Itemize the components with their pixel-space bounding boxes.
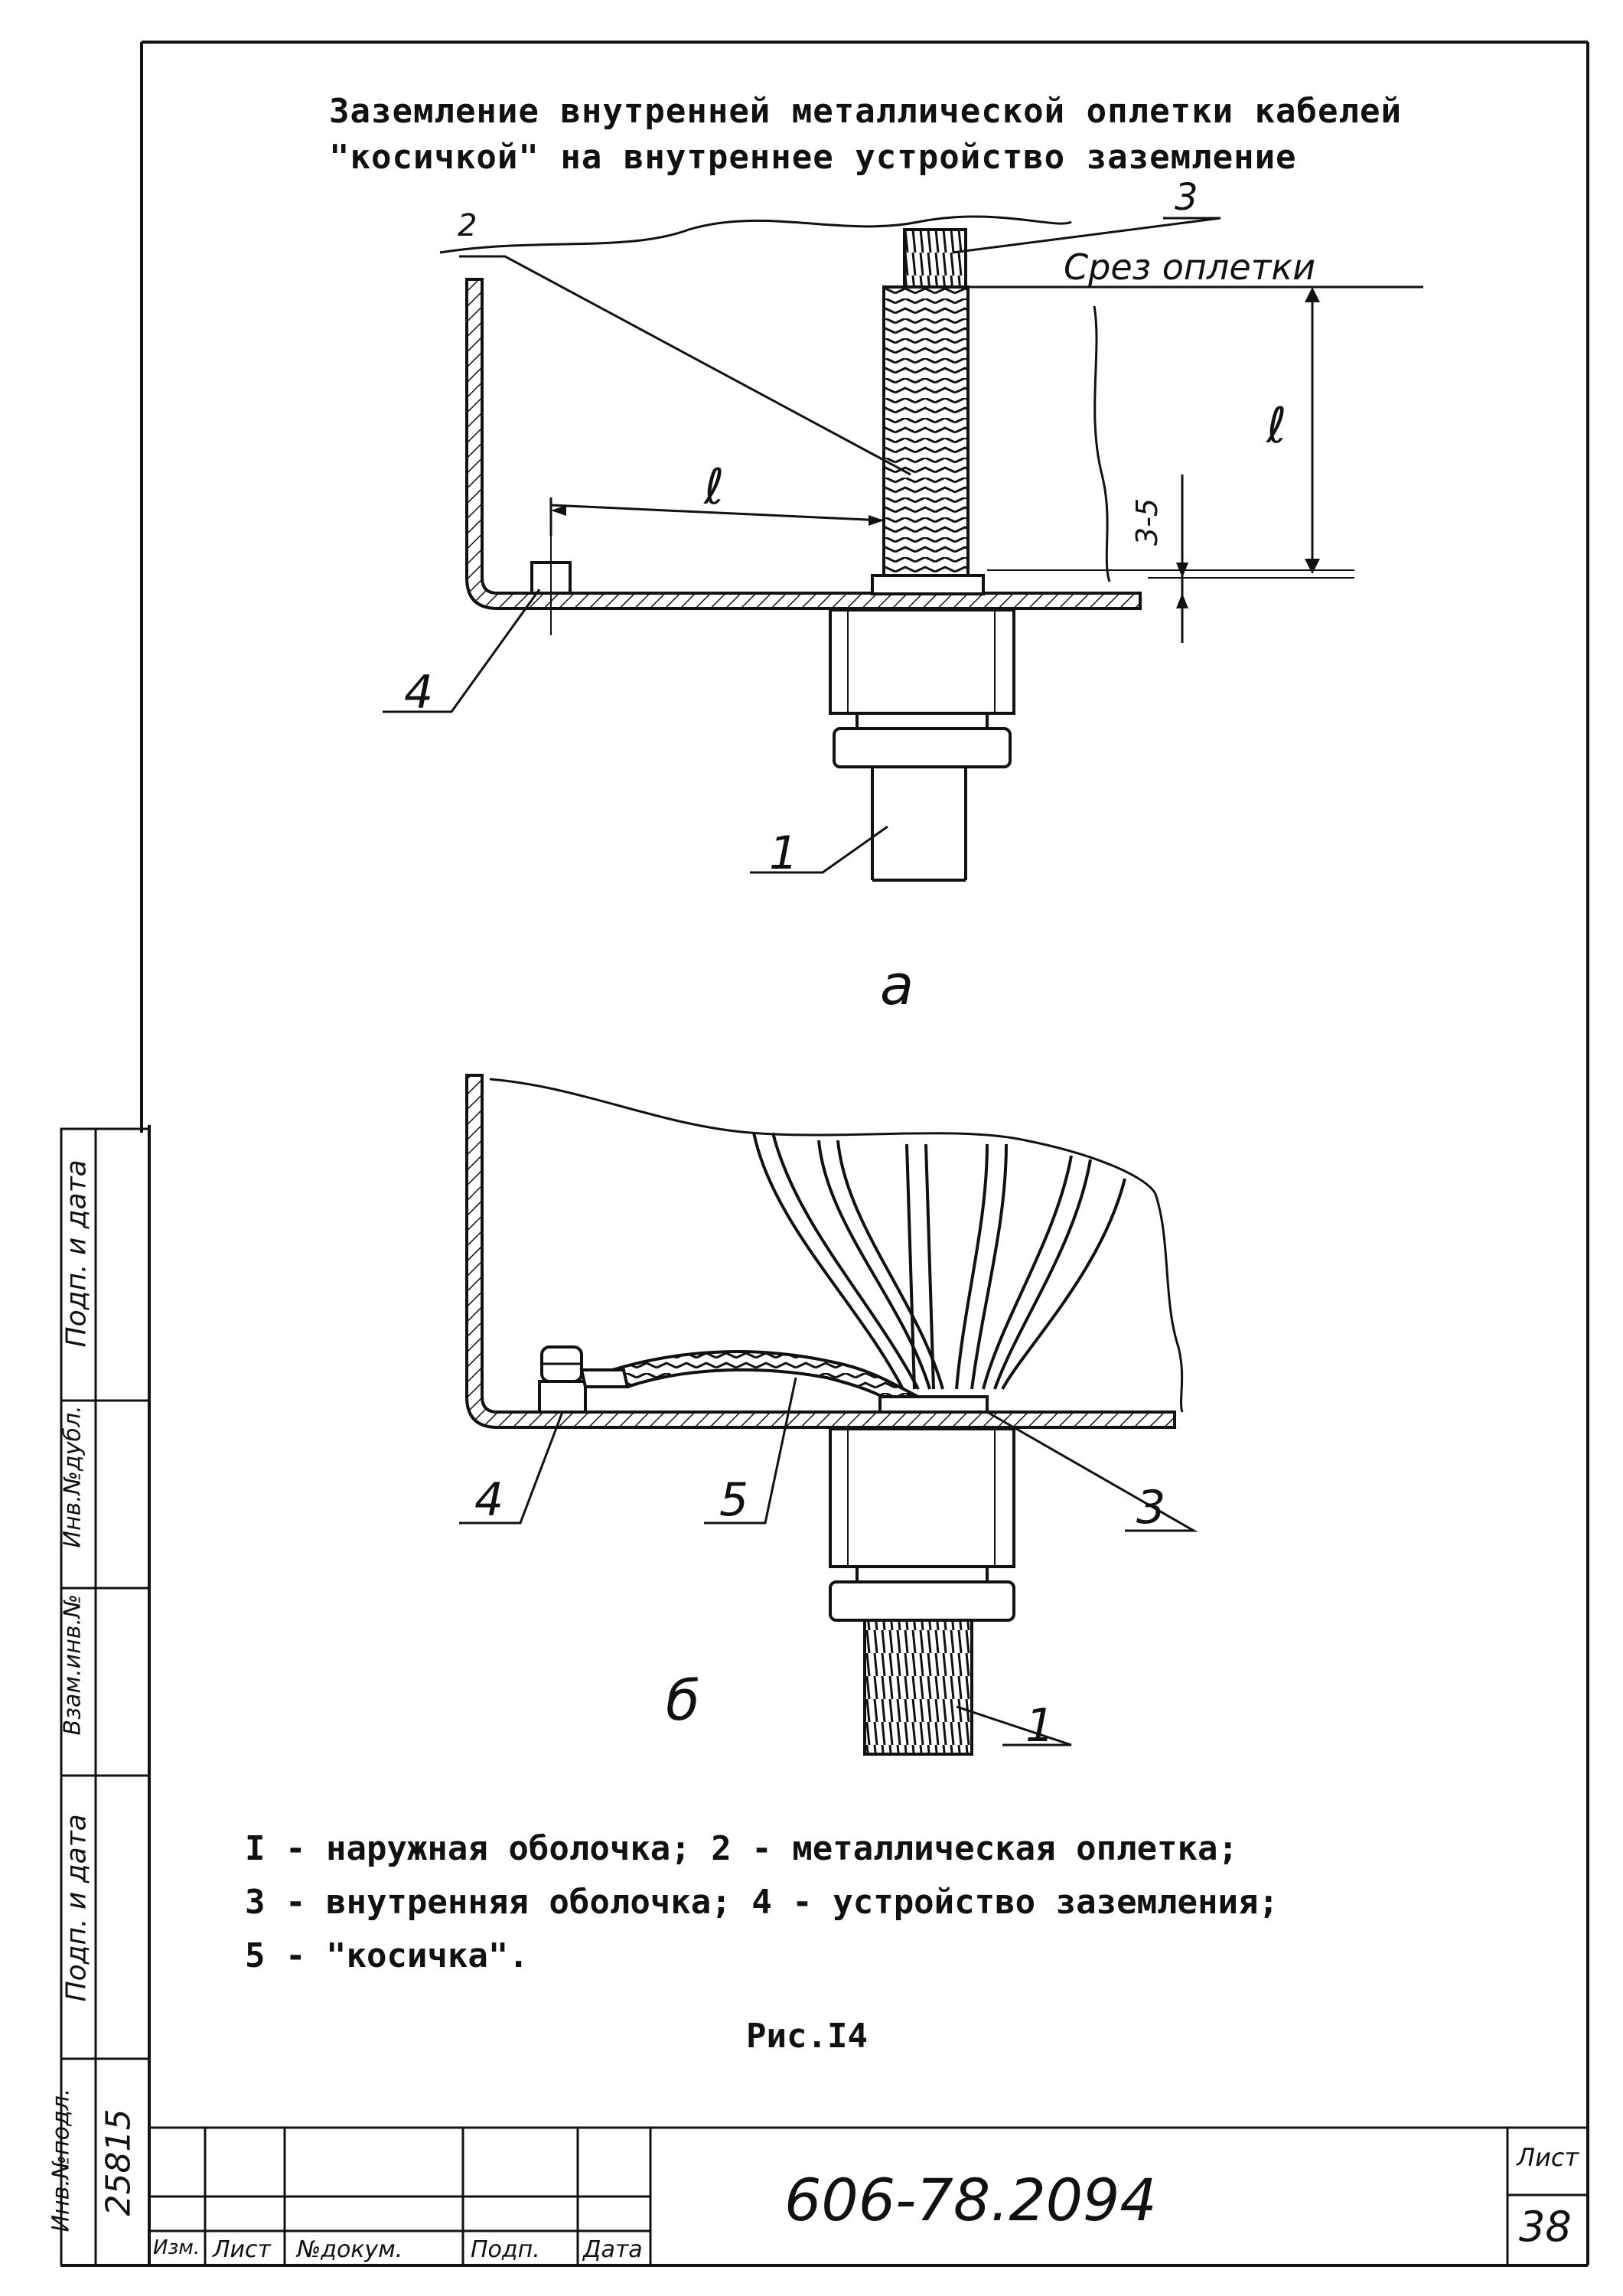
leader-1-b [956,1705,1072,1746]
leader-5-b [704,1377,797,1525]
sheet-frame [61,41,1589,2267]
tb-col-izm: Изм. [153,2236,200,2259]
side-podp-data-2: Подп. и дата [60,1814,93,2002]
housing-wall-b [465,1074,1176,1429]
outer-cable-a [871,767,967,882]
side-vzam-inv: Взам.инв.№ [59,1593,86,1736]
side-inv-podl: Инв.№подл. [47,2088,75,2232]
leader-3-b [986,1411,1198,1532]
callout-2-a: 2 [458,208,477,243]
housing-wall-a [465,278,1142,610]
legend-line-3: 5 - "косичка". [245,1936,529,1975]
leader-2-a [459,255,911,476]
dim-l-horizontal: ℓ [704,459,725,516]
break-line-b [489,1078,1184,1413]
title-line-1: Заземление внутренней металлической опле… [329,92,1403,131]
figure-a-label: а [880,953,914,1017]
tb-col-data: Дата [583,2236,643,2263]
title-block-frame [149,2126,1588,2265]
break-line-a [439,215,1072,254]
side-stamp-frame [60,1127,151,2267]
pigtail-b [609,1350,921,1414]
figure-caption: Рис.I4 [746,2017,868,2056]
inner-sheath-b [878,1395,989,1414]
dim-l-vertical: ℓ [1266,398,1287,455]
tb-col-doc: №докум. [297,2236,403,2263]
side-podp-data-1: Подп. и дата [60,1159,93,1348]
gland-ring-b [855,1565,989,1583]
side-inv-number: 25815 [99,2108,139,2216]
doc-number: 606-78.2094 [784,2166,1157,2234]
callout-1-a: 1 [769,827,799,880]
break-line-right-a [1093,305,1111,582]
washer-a [871,574,985,595]
outer-cable-b [863,1619,973,1756]
leader-4-a [383,589,541,713]
leader-1-a [750,825,888,874]
callout-4-a: 4 [404,666,434,719]
leader-3-a [952,217,1221,254]
legend-line-1: I - наружная оболочка; 2 - металлическая… [245,1829,1239,1868]
figure-b-label: б [666,1668,700,1733]
callout-3-b: 3 [1136,1481,1166,1534]
inner-core-a [903,228,967,289]
callout-5-b: 5 [719,1473,749,1527]
gland-nut-a [833,727,1012,768]
gland-ring-a [855,712,989,730]
gland-body-a [829,608,1015,715]
cut-label: Срез оплетки [1064,246,1316,288]
title-line-2: "косичкой" на внутреннее устройство зазе… [329,138,1297,177]
tb-col-podp: Подп. [471,2236,540,2263]
leader-4-b [459,1411,564,1525]
metal-braid-a [882,285,970,579]
figure-b [459,1074,1198,1756]
callout-1-b: 1 [1025,1699,1055,1753]
gland-nut-b [829,1580,1015,1622]
dim-gap: 3-5 [1130,497,1165,546]
callout-4-b: 4 [474,1473,504,1527]
sheet-label: Лист [1517,2143,1579,2172]
legend-line-2: 3 - внутренняя оболочка; 4 - устройство … [245,1883,1279,1922]
gland-body-b [829,1427,1015,1568]
side-inv-dubl: Инв.№дубл. [59,1405,86,1548]
callout-3-a: 3 [1175,176,1198,219]
tb-col-list: Лист [213,2236,272,2263]
conductors-b [752,1132,1126,1390]
sheet-number: 38 [1519,2203,1572,2251]
figure-a [383,215,1423,882]
ground-device-b [538,1380,587,1414]
